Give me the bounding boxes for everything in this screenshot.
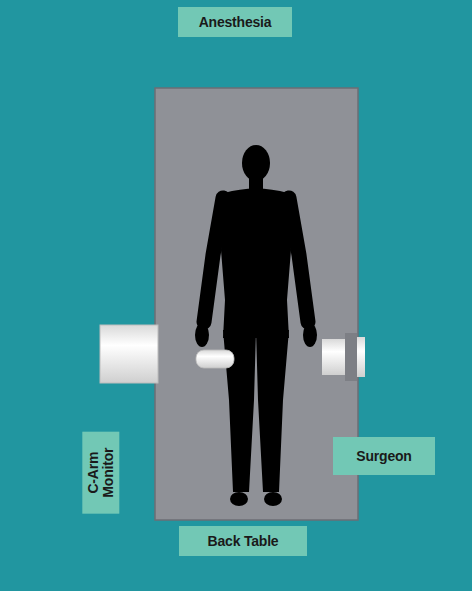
equipment-label: C-Arm Monitor bbox=[82, 432, 119, 514]
label-text: Anesthesia bbox=[199, 15, 272, 30]
c-arm-beam bbox=[196, 350, 234, 368]
operating-table bbox=[155, 88, 358, 520]
c-arm bbox=[100, 325, 365, 383]
label-text: Back Table bbox=[208, 534, 279, 549]
patient-silhouette bbox=[195, 145, 317, 506]
staff-position-label: Surgeon bbox=[333, 437, 435, 475]
label-text: Surgeon bbox=[356, 449, 411, 464]
label-text: C-Arm Monitor bbox=[86, 440, 115, 506]
equipment-label: Back Table bbox=[179, 526, 307, 556]
staff-position-label: Anesthesia bbox=[178, 7, 292, 37]
c-arm-detector bbox=[322, 339, 346, 375]
c-arm-source bbox=[100, 325, 158, 383]
detector-ring bbox=[345, 333, 357, 381]
detector-cap bbox=[357, 337, 365, 377]
